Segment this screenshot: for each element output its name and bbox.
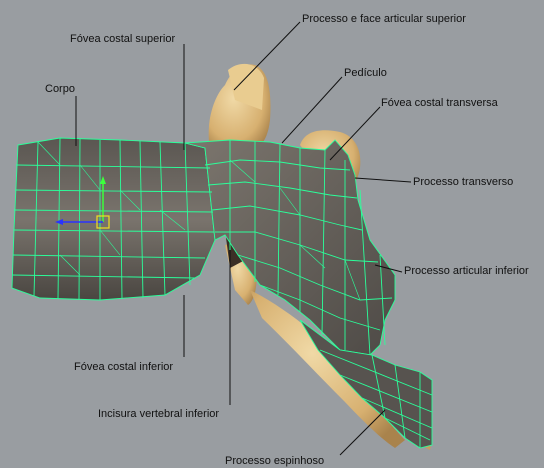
- wireframe-mesh: [12, 138, 432, 448]
- label-processo-articular-inferior: Processo articular inferior: [404, 265, 529, 278]
- label-fovea-costal-transversa: Fóvea costal transversa: [381, 97, 498, 110]
- label-processo-face-articular-superior: Processo e face articular superior: [302, 13, 466, 26]
- label-pediculo: Pedículo: [344, 67, 387, 80]
- label-corpo: Corpo: [45, 83, 75, 96]
- label-processo-transverso: Processo transverso: [413, 176, 513, 189]
- label-fovea-costal-superior: Fóvea costal superior: [70, 33, 175, 46]
- label-fovea-costal-inferior: Fóvea costal inferior: [74, 361, 173, 374]
- label-processo-espinhoso: Processo espinhoso: [225, 455, 324, 468]
- label-incisura-vertebral-inferior: Incisura vertebral inferior: [98, 408, 219, 421]
- leader-processo-transverso: [355, 178, 411, 182]
